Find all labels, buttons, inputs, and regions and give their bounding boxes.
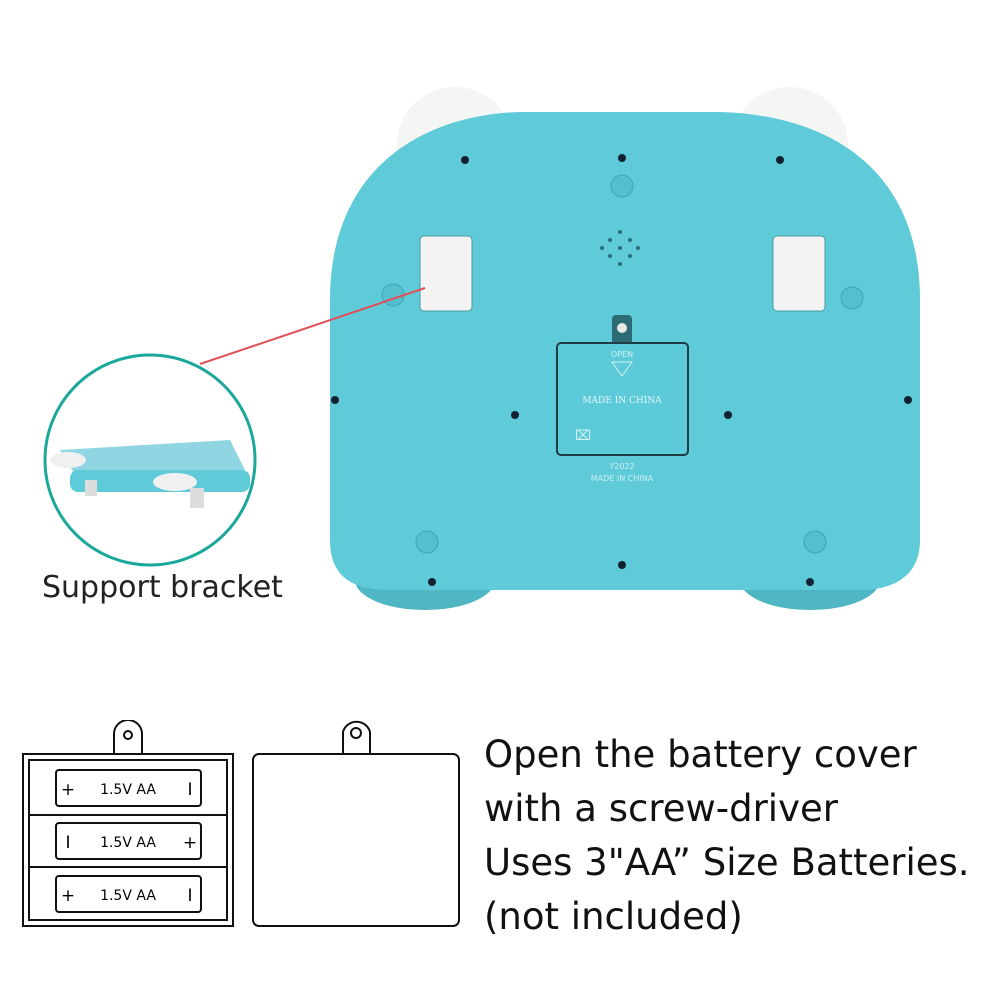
battery-label: 1.5V AA — [100, 835, 156, 851]
model-label: Y2022 — [608, 462, 634, 471]
screw-holes — [331, 154, 912, 586]
battery: + I 1.5V AA — [55, 875, 202, 913]
pointer-line — [199, 287, 426, 365]
battery-cover[interactable] — [556, 342, 689, 456]
battery-left-terminal: + — [61, 780, 75, 800]
cover-made-in-label: MADE IN CHINA — [582, 396, 662, 406]
battery-right-terminal: + — [183, 833, 197, 853]
battery-right-terminal: I — [187, 780, 192, 800]
battery-label: 1.5V AA — [100, 888, 156, 904]
battery-body — [55, 769, 202, 807]
inset-caption: Support bracket — [42, 570, 283, 605]
battery-cover-diagram — [252, 720, 460, 927]
toy-back-photo: OPEN MADE IN CHINA ⌧ Y2022 MADE IN CHINA — [43, 87, 920, 610]
inset-support-bracket-photo — [50, 440, 250, 508]
battery: I +1.5V AA — [55, 822, 202, 860]
right-support-bracket — [772, 235, 826, 312]
made-in-below-label: MADE IN CHINA — [591, 474, 654, 483]
instruction-line: with a screw-driver — [484, 787, 838, 830]
open-arrow-icon — [611, 361, 633, 377]
instructions-text: Open the battery cover with a screw-driv… — [484, 728, 970, 944]
battery-label: 1.5V AA — [100, 782, 156, 798]
speaker-grille — [600, 230, 640, 266]
battery-diagram: + I 1.5V AA I +1.5V AA + I 1.5V AA — [22, 720, 460, 927]
instruction-line: Uses 3"AA” Size Batteries. — [484, 841, 970, 884]
instruction-line: (not included) — [484, 895, 743, 938]
recycle-bin-icon: ⌧ — [575, 428, 591, 444]
battery-left-terminal: + — [61, 886, 75, 906]
battery: + I 1.5V AA — [55, 769, 202, 807]
left-support-bracket — [419, 235, 473, 312]
bosses — [381, 174, 864, 554]
battery-body — [55, 875, 202, 913]
cover-open-label: OPEN — [611, 350, 633, 359]
battery-left-terminal: I — [65, 833, 70, 853]
instruction-line: Open the battery cover — [484, 733, 917, 776]
battery-holder — [22, 720, 234, 927]
battery-body — [55, 822, 202, 860]
battery-right-terminal: I — [187, 886, 192, 906]
cover-screw-icon — [617, 323, 627, 333]
